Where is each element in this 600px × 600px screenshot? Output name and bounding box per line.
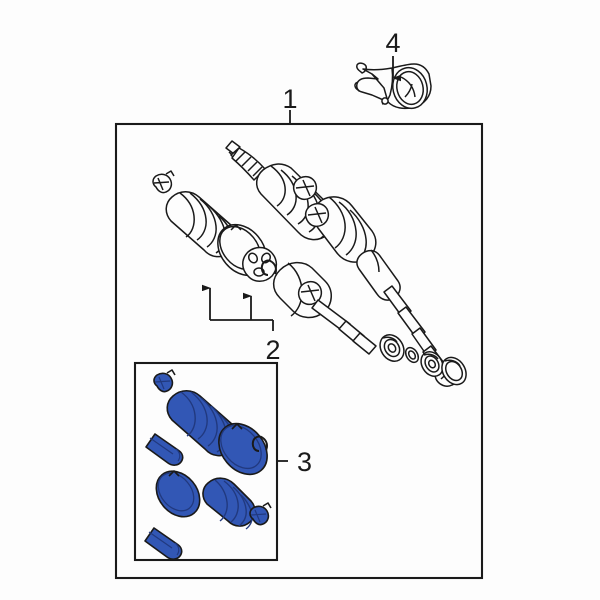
boot-kit-group	[144, 369, 272, 560]
callout-label-4: 4	[385, 28, 400, 58]
callout-label-3: 3	[297, 447, 312, 477]
callout-labels: 1 2 3 4	[265, 28, 400, 477]
boot-kit-snap-ring	[251, 435, 268, 452]
boot-kit-cap-lower	[155, 470, 201, 518]
boot-kit-grease-upper	[145, 433, 184, 466]
bearing-bracket	[354, 62, 432, 110]
boot-kit-clamp-lower	[249, 502, 272, 526]
boot-kit-cap-upper	[218, 422, 268, 476]
callout-label-1: 1	[282, 84, 297, 114]
leader-lines	[202, 56, 401, 462]
boot-kit-grease-lower	[144, 527, 183, 560]
boot-kit-inner-boot	[202, 477, 256, 530]
callout-label-2: 2	[265, 335, 280, 365]
boot-kit-clamp-upper	[153, 369, 176, 393]
drive-shaft-assembly	[152, 140, 467, 387]
